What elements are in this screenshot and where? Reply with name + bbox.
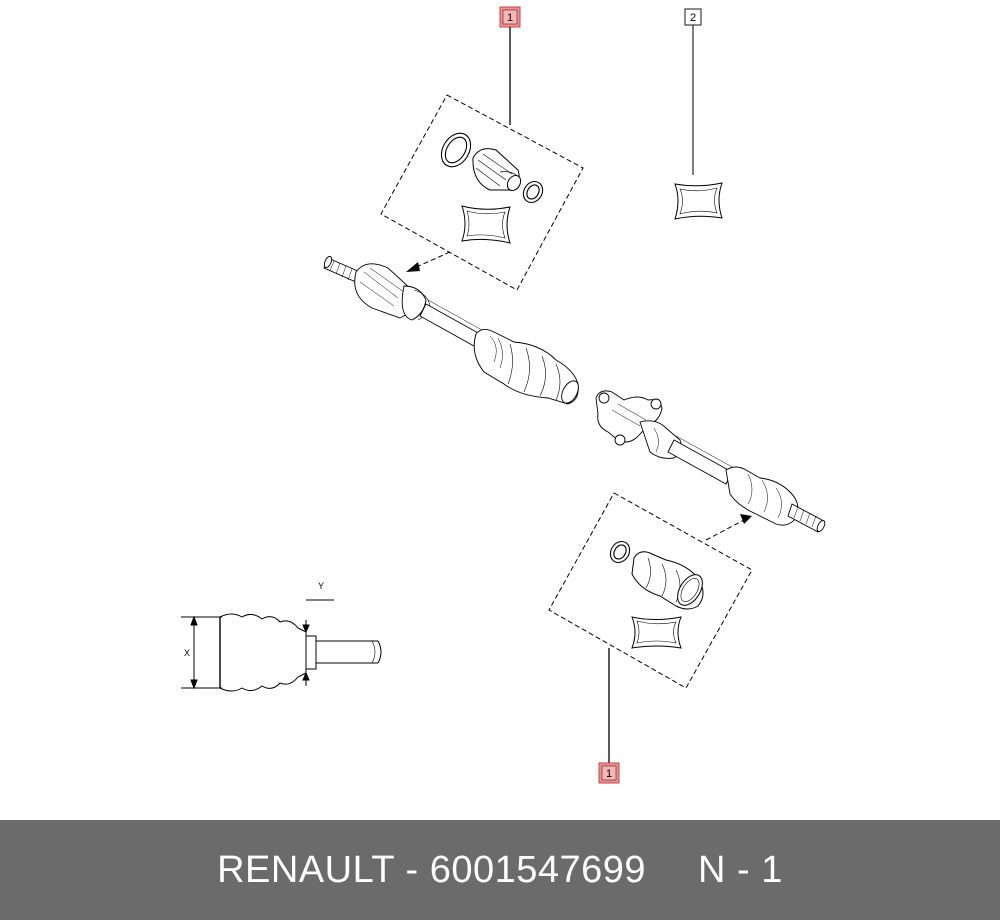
callout-1-bottom[interactable]: 1	[598, 762, 620, 784]
drive-shaft-assembly	[323, 255, 826, 533]
outer-cv-joint-icon	[472, 148, 522, 191]
dimension-y-label: Y	[318, 581, 324, 591]
bottom-ring-icon	[609, 540, 631, 564]
footer-bar: RENAULT - 6001547699 N - 1	[0, 820, 1000, 920]
top-kit-arrow	[406, 251, 451, 272]
callout-2[interactable]: 2	[684, 8, 702, 26]
grease-sachet-icon	[674, 182, 723, 220]
page-number-text: N - 1	[698, 848, 783, 891]
exploded-parts-diagram: 1 2	[181, 6, 826, 784]
kit-grease-sachet-icon	[461, 205, 511, 244]
callout-2-label: 2	[690, 12, 696, 24]
part-number-text: RENAULT - 6001547699	[217, 848, 647, 891]
boot-dimension-detail: Y X	[181, 581, 382, 692]
bottom-kit-arrow	[705, 514, 752, 541]
callout-1-bottom-label: 1	[606, 768, 612, 780]
snap-ring-icon	[440, 132, 472, 168]
callout-1-top-label: 1	[507, 12, 513, 24]
inner-joint-kit-box	[548, 492, 753, 689]
clamp-ring-icon	[522, 180, 544, 204]
outer-joint-kit-box	[380, 94, 584, 291]
bottom-kit-grease-sachet-icon	[631, 616, 682, 649]
dimension-x-label: X	[184, 648, 190, 658]
callout-1-top[interactable]: 1	[499, 6, 521, 28]
inner-joint-boot-icon	[631, 551, 704, 610]
